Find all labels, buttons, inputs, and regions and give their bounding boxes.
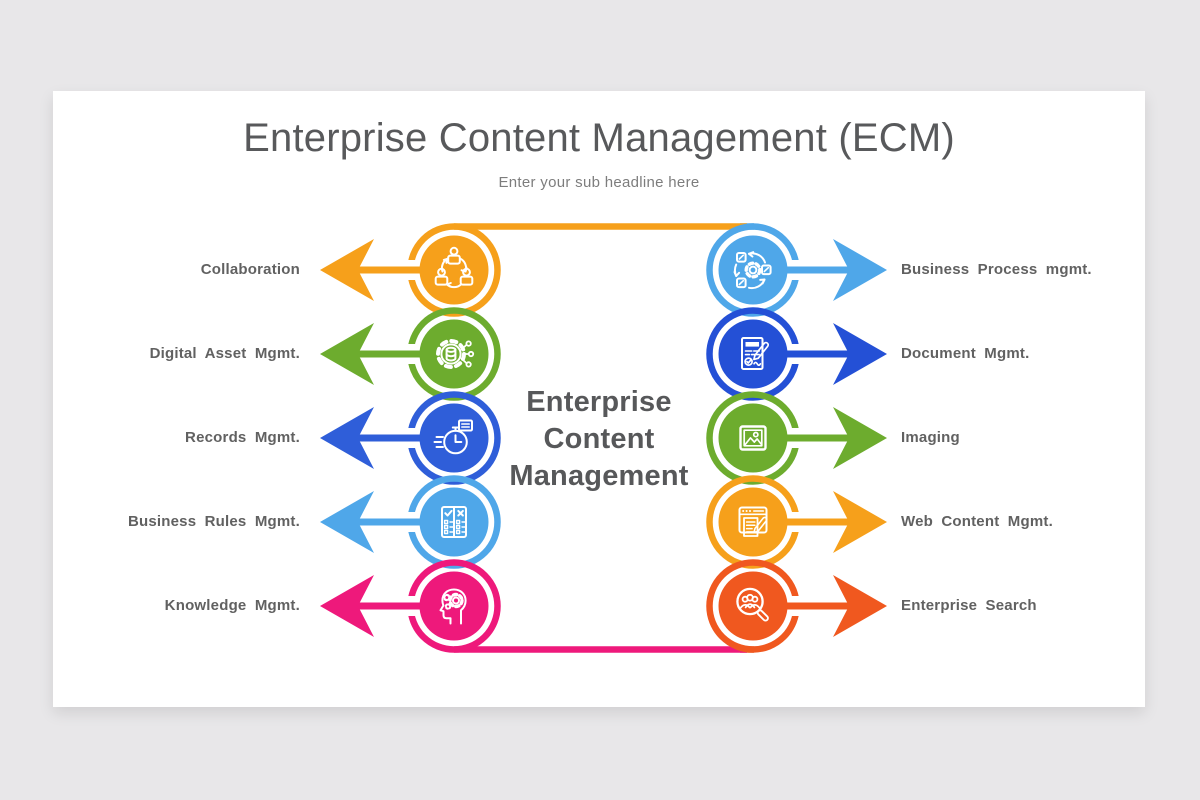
- arrow-right: [833, 491, 887, 553]
- arrow-left: [320, 407, 374, 469]
- center-title-line: Content: [543, 423, 655, 455]
- label-business-process-mgmt: Business Process mgmt.: [901, 261, 1092, 278]
- arrow-left: [320, 491, 374, 553]
- ecm-item-knowledge: [320, 559, 501, 653]
- arrow-right: [833, 575, 887, 637]
- ecm-item-enterprise-search: [706, 559, 887, 653]
- ecm-item-imaging: [706, 391, 887, 485]
- label-collaboration: Collaboration: [200, 261, 300, 278]
- page-title: Enterprise Content Management (ECM): [243, 116, 955, 160]
- ecm-item-document: [706, 307, 887, 401]
- ecm-item-collaboration: [320, 223, 501, 317]
- arrow-right: [833, 239, 887, 301]
- arrow-left: [320, 575, 374, 637]
- label-enterprise-search: Enterprise Search: [901, 597, 1037, 614]
- label-digital-asset-mgmt: Digital Asset Mgmt.: [149, 345, 300, 362]
- label-business-rules-mgmt: Business Rules Mgmt.: [127, 513, 300, 530]
- label-web-content-mgmt: Web Content Mgmt.: [901, 513, 1053, 530]
- center-title: Enterprise Content Management: [449, 384, 749, 495]
- label-document-mgmt: Document Mgmt.: [901, 345, 1030, 362]
- label-knowledge-mgmt: Knowledge Mgmt.: [164, 597, 300, 614]
- arrow-left: [320, 239, 374, 301]
- arrow-right: [833, 323, 887, 385]
- ecm-item-business-rules: [320, 475, 501, 569]
- slide: [53, 91, 1145, 707]
- label-records-mgmt: Records Mgmt.: [185, 429, 300, 446]
- label-imaging: Imaging: [901, 429, 960, 446]
- center-title-line: Management: [509, 460, 689, 492]
- arrow-left: [320, 323, 374, 385]
- ecm-item-business-process: [706, 223, 887, 317]
- center-title-line: Enterprise: [526, 386, 672, 418]
- arrow-right: [833, 407, 887, 469]
- page-subtitle: Enter your sub headline here: [498, 174, 700, 191]
- ecm-item-web-content: [706, 475, 887, 569]
